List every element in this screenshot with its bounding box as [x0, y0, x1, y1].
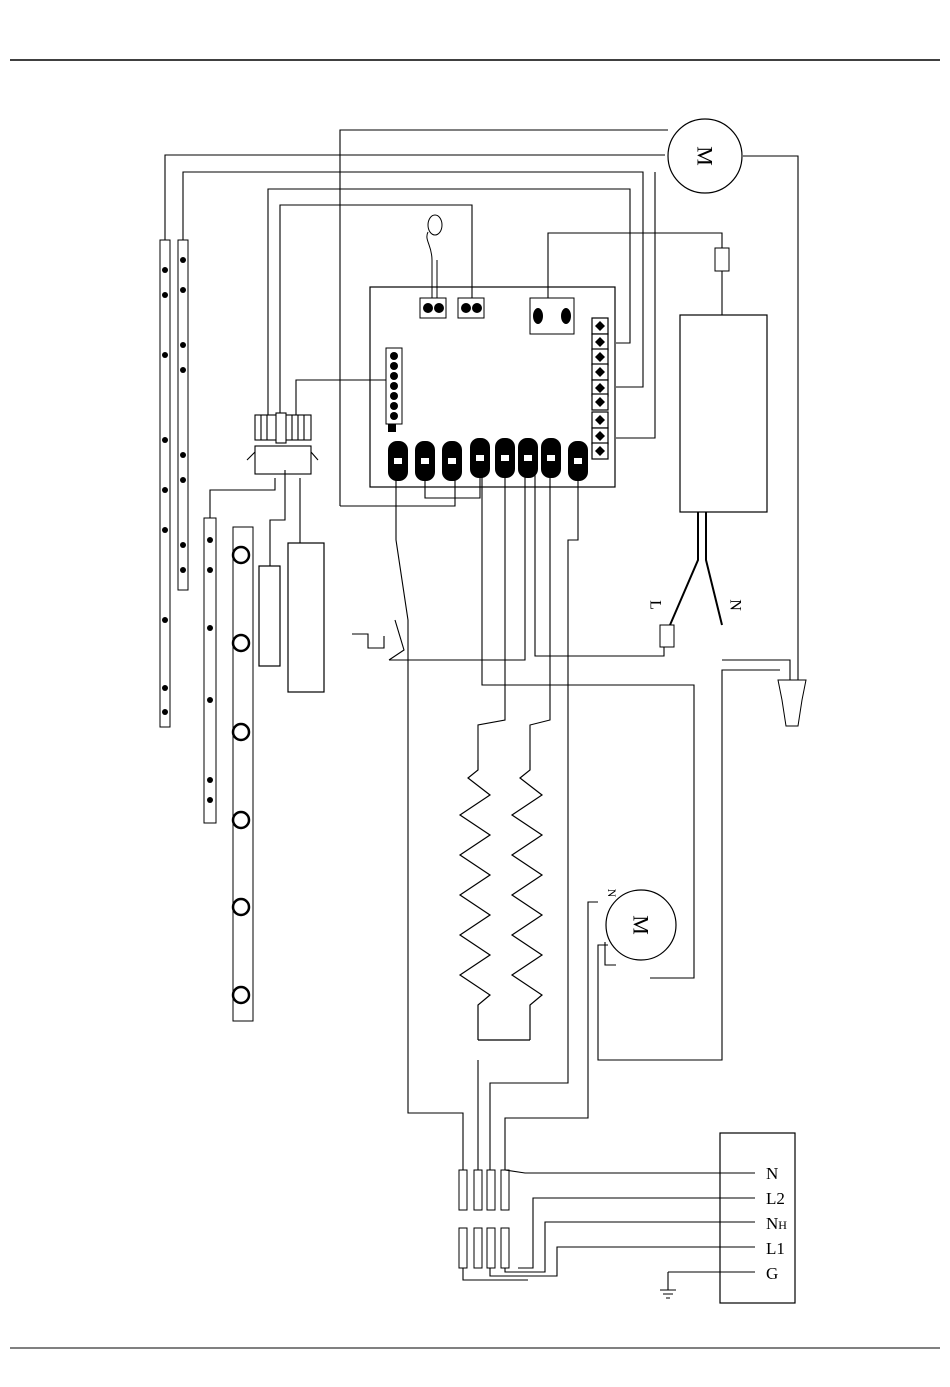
terminal-label-n: N — [766, 1164, 778, 1183]
top-plug — [715, 248, 729, 271]
terminal-connectors — [459, 1170, 509, 1268]
top-motor-label: M — [693, 146, 718, 166]
terminal-label-l2: L2 — [766, 1189, 785, 1208]
bottom-motor-terminal-label: N — [605, 889, 619, 898]
power-supply-l-label: L — [647, 600, 664, 610]
terminal-label-g: G — [766, 1264, 778, 1283]
terminal-label-nh-main: N — [766, 1214, 778, 1233]
l-connector — [660, 625, 674, 647]
terminal-label-l1: L1 — [766, 1239, 785, 1258]
heating-element-left — [460, 760, 490, 1040]
heating-element-right — [512, 760, 542, 1040]
led-strips — [160, 240, 253, 1021]
bottom-motor-label: M — [629, 915, 654, 935]
board-connectors — [386, 215, 608, 481]
terminal-label-nh-subscript: H — [778, 1218, 787, 1232]
power-supply-box — [680, 315, 767, 512]
wire-nut — [778, 680, 806, 726]
terminal-label-nh: NH — [766, 1214, 787, 1233]
capacitor-box — [259, 566, 280, 666]
transformer-box — [288, 543, 324, 692]
power-supply-cables — [670, 512, 722, 625]
wires — [165, 130, 798, 1170]
connector-block — [247, 413, 318, 474]
power-supply-n-label: N — [727, 599, 744, 611]
